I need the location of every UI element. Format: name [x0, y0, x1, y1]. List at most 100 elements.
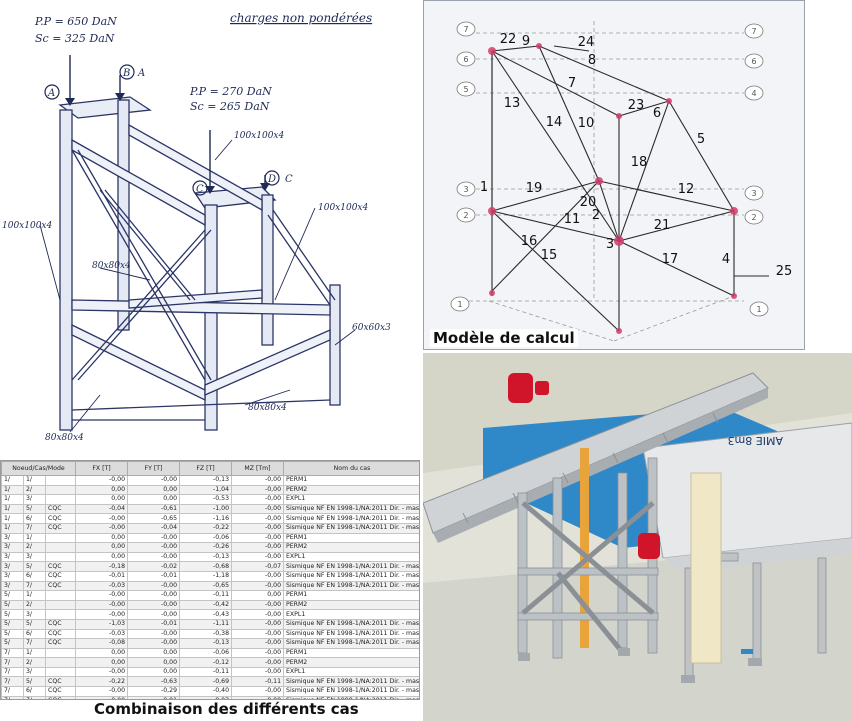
mode-cell: CQC	[44, 513, 77, 524]
member-10: 10	[578, 116, 595, 131]
mode-cell	[44, 609, 77, 620]
fz-cell: -0,65	[179, 580, 233, 592]
mz-cell: -0,00	[231, 522, 285, 534]
mode-cell	[44, 542, 77, 553]
node-cell: 5/	[1, 618, 24, 630]
fz-cell: -1,16	[179, 513, 233, 524]
mode-cell: CQC	[44, 522, 77, 534]
load-right-pp: P.P = 270 DaN	[189, 85, 272, 98]
mode-cell: CQC	[44, 561, 77, 572]
node-label-d-eq: C	[285, 174, 293, 185]
mz-cell: -0,00	[231, 695, 285, 699]
member-4: 4	[722, 252, 730, 267]
case-name-cell: PERM1	[283, 647, 419, 659]
case-name-cell: Sismique NF EN 1998-1/NA:2011 Dir. - mas…	[283, 522, 419, 534]
mz-cell: -0,00	[231, 532, 285, 544]
fx-cell: 0,00	[75, 657, 129, 668]
case-name-cell: Sismique NF EN 1998-1/NA:2011 Dir. - mas…	[283, 686, 419, 697]
section-label-3: 100x100x4	[2, 221, 53, 231]
node-cell: 5/	[1, 638, 24, 649]
fx-cell: -0,08	[75, 638, 129, 649]
case-cell: 2/	[23, 484, 46, 496]
fy-cell: -0,00	[127, 638, 181, 649]
fy-cell: -0,02	[127, 561, 181, 572]
case-name-cell: EXPL1	[283, 551, 419, 563]
case-cell: 7/	[23, 695, 46, 699]
node-cell: 1/	[1, 484, 24, 496]
node-cell: 7/	[1, 666, 24, 678]
structure-sketch: charges non pondérées P.P = 650 DaN Sc =…	[2, 11, 391, 443]
node-cell: 3/	[1, 570, 24, 582]
fz-cell: -1,11	[179, 618, 233, 630]
case-name-cell: Sismique NF EN 1998-1/NA:2011 Dir. - mas…	[283, 580, 419, 592]
level-label-3-left: 3	[463, 185, 468, 194]
member-20: 20	[580, 195, 597, 210]
case-name-cell: Sismique NF EN 1998-1/NA:2011 Dir. - mas…	[283, 570, 419, 582]
member-16: 16	[521, 234, 538, 249]
header-fz: FZ [T]	[179, 461, 233, 476]
mode-cell	[44, 657, 77, 668]
node-cell: 3/	[1, 551, 24, 563]
member-12: 12	[678, 182, 695, 197]
section-label-6: 80x80x4	[45, 433, 84, 443]
mz-cell: -0,00	[231, 657, 285, 668]
fz-cell: -0,26	[179, 542, 233, 553]
mode-cell	[44, 532, 77, 544]
fy-cell: -0,01	[127, 618, 181, 630]
case-name-cell: EXPL1	[283, 609, 419, 620]
fx-cell: -0,01	[75, 570, 129, 582]
fy-cell: -0,63	[127, 676, 181, 688]
fz-cell: -1,00	[179, 503, 233, 515]
fz-cell: -0,68	[179, 561, 233, 572]
case-cell: 6/	[23, 686, 46, 697]
fx-cell: -0,00	[75, 666, 129, 678]
fx-cell: 0,00	[75, 551, 129, 563]
case-cell: 2/	[23, 542, 46, 553]
fx-cell: -0,00	[75, 609, 129, 620]
fz-cell: -1,04	[179, 484, 233, 496]
fz-cell: -0,53	[179, 494, 233, 505]
table-caption: Combinaison des différents cas	[94, 700, 359, 718]
model-caption: Modèle de calcul	[430, 329, 578, 347]
section-label-2: 100x100x4	[318, 203, 369, 213]
level-label-2-right: 2	[751, 213, 756, 222]
fz-cell: -1,18	[179, 570, 233, 582]
node-label-b: B	[122, 68, 130, 79]
section-label-4: 80x80x4	[92, 261, 131, 271]
case-name-cell: Sismique NF EN 1998-1/NA:2011 Dir. - mas…	[283, 628, 419, 640]
mz-cell: -0,00	[231, 570, 285, 582]
fy-cell: -0,61	[127, 503, 181, 515]
node-label-d: D	[267, 174, 276, 185]
fy-cell: 0,00	[127, 666, 181, 678]
case-name-cell: EXPL1	[283, 494, 419, 505]
calc-model-panel: 7 6 5 3 2 1 7 6 4 3 2 1 1 2 3 4 5 6 7 8 …	[423, 0, 805, 350]
node-cell: 5/	[1, 599, 24, 611]
member-22: 22	[500, 32, 517, 47]
fz-cell: -0,13	[179, 638, 233, 649]
member-11: 11	[564, 212, 581, 227]
mz-cell: -0,00	[231, 609, 285, 620]
mz-cell: -0,00	[231, 580, 285, 592]
node-label-c: C	[196, 184, 204, 195]
member-13: 13	[504, 96, 521, 111]
fy-cell: -0,00	[127, 590, 181, 601]
fz-cell: -0,38	[179, 628, 233, 640]
node-cell: 7/	[1, 647, 24, 659]
fz-cell: -0,11	[179, 666, 233, 678]
member-7: 7	[568, 76, 576, 91]
load-right-sc: Sc = 265 DaN	[190, 100, 270, 113]
section-label-7: 60x60x3	[352, 323, 391, 333]
member-2: 2	[592, 208, 600, 223]
section-label-5: 80x80x4	[248, 403, 287, 413]
fx-cell: 0,00	[75, 494, 129, 505]
case-cell: 7/	[23, 580, 46, 592]
case-name-cell: Sismique NF EN 1998-1/NA:2011 Dir. - mas…	[283, 695, 419, 699]
member-19: 19	[526, 181, 543, 196]
